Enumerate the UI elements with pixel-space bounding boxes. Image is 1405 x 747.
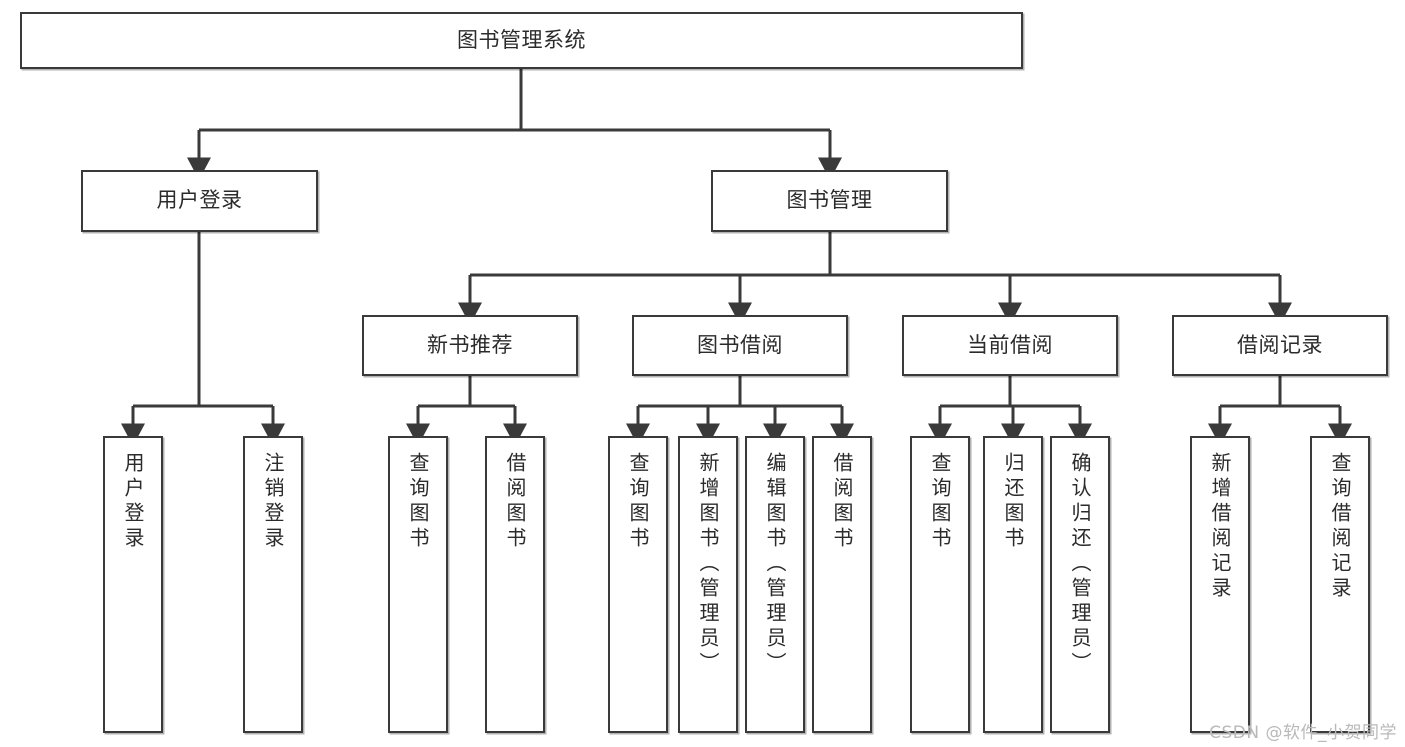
node-borrow-record[interactable]: 借阅记录 bbox=[1172, 315, 1388, 376]
edge-bookborrow-to-leaves bbox=[626, 376, 854, 446]
node-label: 新增借阅记录 bbox=[1208, 452, 1232, 602]
leaf-node-logout[interactable]: 注销登录 bbox=[243, 436, 303, 733]
node-label: 归还图书 bbox=[1001, 452, 1025, 552]
node-label: 图书管理系统 bbox=[457, 27, 586, 52]
node-label: 图书管理 bbox=[786, 188, 873, 213]
edge-newbookrec-to-leaves bbox=[406, 376, 527, 446]
leaf-node-borrow-book-recommend[interactable]: 借阅图书 bbox=[485, 436, 545, 733]
leaf-node-query-book-current[interactable]: 查询图书 bbox=[910, 436, 970, 733]
csdn-watermark: CSDN @软件_小贺同学 bbox=[1209, 723, 1397, 743]
edge-borrowrecord-to-leaves bbox=[1208, 376, 1352, 446]
edge-root-to-level2 bbox=[187, 69, 842, 180]
leaf-node-query-borrow-record[interactable]: 查询借阅记录 bbox=[1310, 436, 1370, 733]
node-current-borrow[interactable]: 当前借阅 bbox=[902, 315, 1118, 376]
node-label: 确认归还（管理员） bbox=[1068, 452, 1092, 677]
leaf-node-borrow-book[interactable]: 借阅图书 bbox=[812, 436, 872, 733]
edge-bookmanage-to-level3 bbox=[458, 232, 1292, 325]
node-label: 新书推荐 bbox=[427, 332, 513, 357]
node-label: 当前借阅 bbox=[967, 332, 1053, 357]
edge-userlogin-to-leaves bbox=[121, 232, 285, 446]
node-label: 图书借阅 bbox=[697, 332, 783, 357]
node-label: 查询图书 bbox=[626, 452, 650, 552]
leaf-node-query-book-borrow[interactable]: 查询图书 bbox=[608, 436, 668, 733]
node-label: 借阅图书 bbox=[830, 452, 854, 552]
leaf-node-query-book-recommend[interactable]: 查询图书 bbox=[388, 436, 448, 733]
leaf-node-edit-book-admin[interactable]: 编辑图书（管理员） bbox=[745, 436, 805, 733]
leaf-node-add-book-admin[interactable]: 新增图书（管理员） bbox=[678, 436, 738, 733]
leaf-node-confirm-return-admin[interactable]: 确认归还（管理员） bbox=[1050, 436, 1110, 733]
node-book-borrow[interactable]: 图书借阅 bbox=[632, 315, 848, 376]
node-label: 查询图书 bbox=[406, 452, 430, 552]
node-label: 借阅图书 bbox=[503, 452, 527, 552]
node-label: 借阅记录 bbox=[1237, 332, 1323, 357]
node-new-book-recommend[interactable]: 新书推荐 bbox=[362, 315, 578, 376]
node-label: 用户登录 bbox=[121, 452, 145, 552]
node-label: 编辑图书（管理员） bbox=[763, 452, 787, 677]
node-label: 新增图书（管理员） bbox=[696, 452, 720, 677]
leaf-node-add-borrow-record[interactable]: 新增借阅记录 bbox=[1190, 436, 1250, 733]
node-label: 查询借阅记录 bbox=[1328, 452, 1352, 602]
node-label: 用户登录 bbox=[156, 188, 243, 213]
leaf-node-return-book[interactable]: 归还图书 bbox=[983, 436, 1043, 733]
leaf-node-user-login[interactable]: 用户登录 bbox=[103, 436, 163, 733]
node-label: 注销登录 bbox=[261, 452, 285, 552]
node-user-login[interactable]: 用户登录 bbox=[81, 170, 318, 232]
node-label: 查询图书 bbox=[928, 452, 952, 552]
node-root-system[interactable]: 图书管理系统 bbox=[20, 12, 1023, 69]
node-book-manage[interactable]: 图书管理 bbox=[711, 170, 948, 232]
edge-currentborrow-to-leaves bbox=[928, 376, 1092, 446]
